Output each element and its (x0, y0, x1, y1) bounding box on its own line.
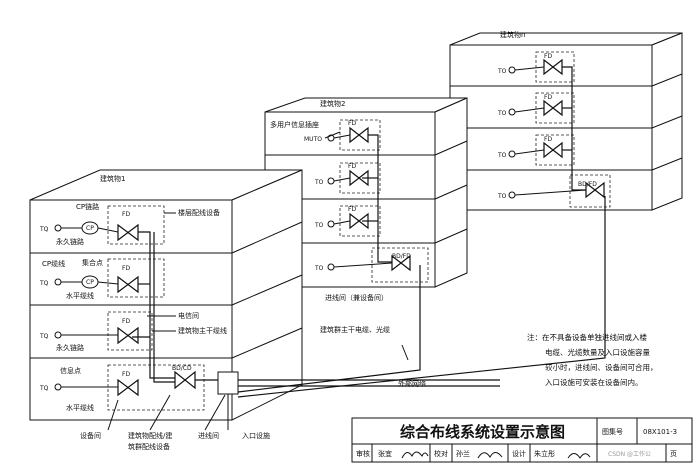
svg-text:注：在不具备设备单独进线间或入楼: 注：在不具备设备单独进线间或入楼 (527, 332, 647, 342)
svg-text:入口设施可安装在设备间内。: 入口设施可安装在设备间内。 (545, 377, 643, 387)
diagram-title: 综合布线系统设置示意图 (400, 423, 565, 441)
svg-text:TQ: TQ (39, 226, 49, 233)
muto-code: MUTO (304, 136, 322, 143)
svg-text:FD: FD (348, 163, 356, 170)
fd-label-1: FD (122, 211, 130, 218)
designer-name: 朱立彤 (534, 449, 555, 458)
svg-text:TO: TO (314, 265, 324, 272)
reviewer-name: 张宜 (378, 449, 392, 458)
fd-label-2: FD (122, 265, 130, 272)
fd-label-4: FD (122, 371, 130, 378)
page-label: 页 (670, 450, 677, 458)
outlets (54, 66, 587, 391)
campus-backbone-label: 建筑群主干电缆、光缆 (320, 325, 390, 334)
svg-text:TQ: TQ (39, 280, 49, 287)
telecom-room-label: 电信间 (178, 311, 199, 320)
svg-text:TO: TO (497, 110, 507, 117)
svg-text:TO: TO (497, 193, 507, 200)
entrance-equipment-label: 进线间（兼设备间） (325, 293, 388, 302)
cp-cable-label: CP缆线 (42, 259, 65, 268)
atlas-label: 图集号 (602, 427, 623, 436)
diagram-labels: 建筑物1 建筑物2 建筑物n CP链路 CP 永久链路 FD 楼层配线设备 CP… (39, 30, 597, 451)
building-distributor-label-2: 筑群配线设备 (128, 442, 170, 451)
muto-label: 多用户信息插座 (270, 120, 319, 129)
building-2-title: 建筑物2 (320, 99, 345, 108)
permanent-link-label-1: 永久链路 (56, 237, 84, 246)
external-network-label: 外部网络 (398, 379, 426, 388)
svg-text:FD: FD (544, 94, 552, 101)
entrance-room-label: 进线间 (198, 431, 219, 440)
svg-text:FD: FD (544, 136, 552, 143)
designer-signature (567, 453, 591, 459)
svg-text:TQ: TQ (39, 385, 49, 392)
floor-distributor-label: 楼层配线设备 (178, 208, 220, 217)
bd-cd-label: BD/CD (172, 365, 192, 372)
svg-text:TQ: TQ (39, 333, 49, 340)
design-label: 设计 (512, 449, 526, 458)
horizontal-cable-label-1: 水平缆线 (66, 291, 94, 300)
permanent-link-label-2: 永久链路 (56, 343, 84, 352)
svg-text:较小时，进线间、设备间可合用，: 较小时，进线间、设备间可合用， (545, 362, 658, 372)
svg-text:TO: TO (314, 179, 324, 186)
building-distributor-label-1: 建筑物配线/建 (128, 431, 172, 440)
distributor-symbols (117, 58, 605, 397)
equipment-room-label: 设备间 (80, 431, 101, 440)
cp-link-label: CP链路 (76, 202, 99, 211)
atlas-number: 08X101-3 (643, 428, 677, 436)
review-label: 审核 (356, 449, 370, 458)
cp-label-2: CP (86, 279, 94, 286)
svg-text:电缆、光缆数量及入口设施容量: 电缆、光缆数量及入口设施容量 (545, 347, 650, 357)
building-1 (29, 169, 303, 421)
bd-fd-label-n: BD/FD (578, 181, 597, 188)
horizontal-cable-label-2: 水平缆线 (66, 403, 94, 412)
svg-text:FD: FD (348, 206, 356, 213)
svg-text:TO: TO (497, 68, 507, 75)
cp-label-1: CP (86, 225, 94, 232)
building-1-title: 建筑物1 (100, 174, 125, 183)
watermark: CSDN @工作公 (608, 450, 651, 458)
checker-name: 孙兰 (456, 449, 470, 458)
leader-lines (107, 131, 409, 431)
building-n-title: 建筑物n (500, 30, 525, 39)
checker-signature (477, 452, 503, 459)
svg-text:TO: TO (497, 152, 507, 159)
check-label: 校对 (434, 449, 448, 458)
title-block: 综合布线系统设置示意图 图集号 08X101-3 审核 张宜 校对 孙兰 设计 … (351, 417, 693, 463)
svg-text:TO: TO (314, 222, 324, 229)
entrance-facility-label: 入口设施 (242, 431, 270, 440)
svg-text:FD: FD (544, 53, 552, 60)
info-point-label: 信息点 (60, 366, 81, 375)
entrance-facility-box (217, 371, 239, 395)
note-block: 注：在不具备设备单独进线间或入楼 电缆、光缆数量及入口设施容量 较小时，进线间、… (527, 332, 658, 387)
svg-text:FD: FD (348, 120, 356, 127)
reviewer-signature (401, 451, 429, 459)
building-n (449, 32, 683, 211)
consolidation-point-label: 集合点 (82, 258, 103, 267)
bd-fd-label-2: BD/FD (392, 253, 411, 260)
backbone-cable-label: 建筑物主干缆线 (178, 326, 227, 335)
fd-label-3: FD (122, 318, 130, 325)
